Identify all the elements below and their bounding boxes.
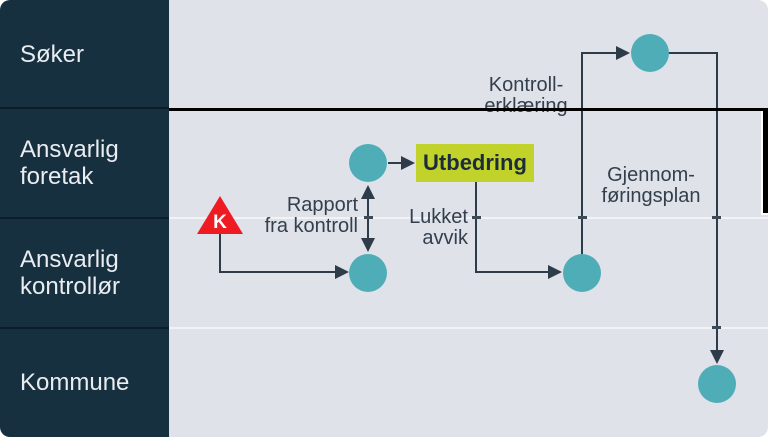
lane-crossing-tick <box>578 216 587 219</box>
arrowhead-icon <box>710 350 724 364</box>
connector-utbedring-down <box>475 182 477 273</box>
lane-crossing-tick <box>712 326 721 329</box>
label-line: Rapport <box>286 194 358 216</box>
connector-gjennomforingsplan-down <box>716 52 718 352</box>
lane-divider <box>169 217 768 219</box>
arrowhead-icon <box>361 238 375 252</box>
milestone-node-kommune <box>698 365 736 403</box>
utbedring-box: Utbedring <box>416 144 534 182</box>
control-marker-letter: K <box>213 212 227 233</box>
sidebar-lane-separator <box>0 327 169 329</box>
lane-label-ansvarlig-foretak: Ansvarlig foretak <box>20 136 119 190</box>
label-gjennomforingsplan: Gjennom- føringsplan <box>586 165 716 207</box>
milestone-node-foretak <box>349 144 387 182</box>
connector-marker-to-node <box>219 271 335 273</box>
arrowhead-icon <box>401 156 415 170</box>
connector-node-to-utbedring <box>388 162 406 164</box>
lane-crossing-tick <box>472 216 481 219</box>
label-line: erklæring <box>484 95 568 117</box>
milestone-node-soker <box>631 34 669 72</box>
control-marker-icon: K <box>197 196 243 234</box>
label-line: Gjennom- <box>607 164 695 186</box>
connector-lukket-avvik <box>476 271 548 273</box>
lane-soker: Søker <box>0 0 169 108</box>
sidebar-lane-separator <box>0 107 169 109</box>
label-rapport-fra-kontroll: Rapport fra kontroll <box>238 195 358 237</box>
utbedring-label: Utbedring <box>423 150 527 175</box>
diagram-canvas: K Utbedring Rapport fra kontroll Lukket … <box>169 0 768 437</box>
clipped-edge-shape <box>761 111 768 215</box>
label-lukket-avvik: Lukket avvik <box>388 207 468 249</box>
connector-kontrollerklaering-top <box>581 52 616 54</box>
arrowhead-icon <box>361 185 375 199</box>
label-line: føringsplan <box>601 185 701 207</box>
lane-crossing-tick <box>364 216 373 219</box>
arrowhead-icon <box>335 265 349 279</box>
label-line: avvik <box>422 227 468 249</box>
label-line: fra kontroll <box>264 215 358 237</box>
sidebar-lane-separator <box>0 217 169 219</box>
soker-lane-boundary-line <box>169 108 768 111</box>
arrowhead-icon <box>548 265 562 279</box>
lane-kommune: Kommune <box>0 328 169 437</box>
label-line: Lukket <box>409 206 468 228</box>
lane-crossing-tick <box>712 216 721 219</box>
lane-label-ansvarlig-kontrollor: Ansvarlig kontrollør <box>20 246 121 300</box>
arrowhead-icon <box>616 46 630 60</box>
lane-label-kommune: Kommune <box>20 369 130 396</box>
lane-divider <box>169 327 768 329</box>
label-line: Kontroll- <box>488 74 564 96</box>
lane-ansvarlig-kontrollor: Ansvarlig kontrollør <box>0 218 169 328</box>
connector-gjennomforingsplan-top <box>668 52 718 54</box>
lane-sidebar: Søker Ansvarlig foretak Ansvarlig kontro… <box>0 0 169 437</box>
connector-marker-down <box>219 234 221 272</box>
milestone-node-kontrollor-left <box>349 254 387 292</box>
lane-ansvarlig-foretak: Ansvarlig foretak <box>0 108 169 218</box>
connector-kontrollerklaering-up <box>581 52 583 255</box>
milestone-node-kontrollor-right <box>563 254 601 292</box>
label-kontrollerklaering: Kontroll- erklæring <box>466 75 586 117</box>
lane-label-soker: Søker <box>20 40 85 68</box>
